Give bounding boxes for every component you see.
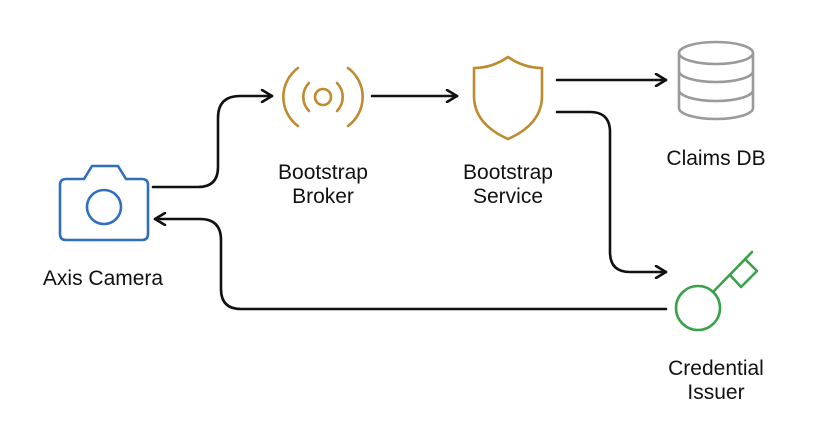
broadcast-icon xyxy=(282,66,364,128)
node-label: Bootstrap xyxy=(278,161,368,184)
shield-icon xyxy=(472,55,544,141)
node-axis-camera: Axis Camera xyxy=(43,164,164,290)
node-credential-issuer: Credential Issuer xyxy=(668,250,764,404)
node-label: Service xyxy=(473,185,543,208)
edge-camera-to-broker xyxy=(151,96,274,189)
node-label: Broker xyxy=(292,185,354,208)
node-label: Credential xyxy=(668,357,764,380)
node-label: Axis Camera xyxy=(43,267,164,290)
edge-issuer-to-camera xyxy=(153,219,668,311)
node-bootstrap-service: Bootstrap Service xyxy=(463,55,553,208)
database-icon xyxy=(677,40,755,121)
node-bootstrap-broker: Bootstrap Broker xyxy=(278,66,368,208)
camera-icon xyxy=(58,164,150,242)
node-label: Claims DB xyxy=(666,147,765,170)
edge-service-to-issuer xyxy=(555,110,668,272)
node-label: Issuer xyxy=(687,381,744,404)
node-claims-db: Claims DB xyxy=(666,40,766,170)
key-icon xyxy=(674,250,759,332)
node-label: Bootstrap xyxy=(463,161,553,184)
